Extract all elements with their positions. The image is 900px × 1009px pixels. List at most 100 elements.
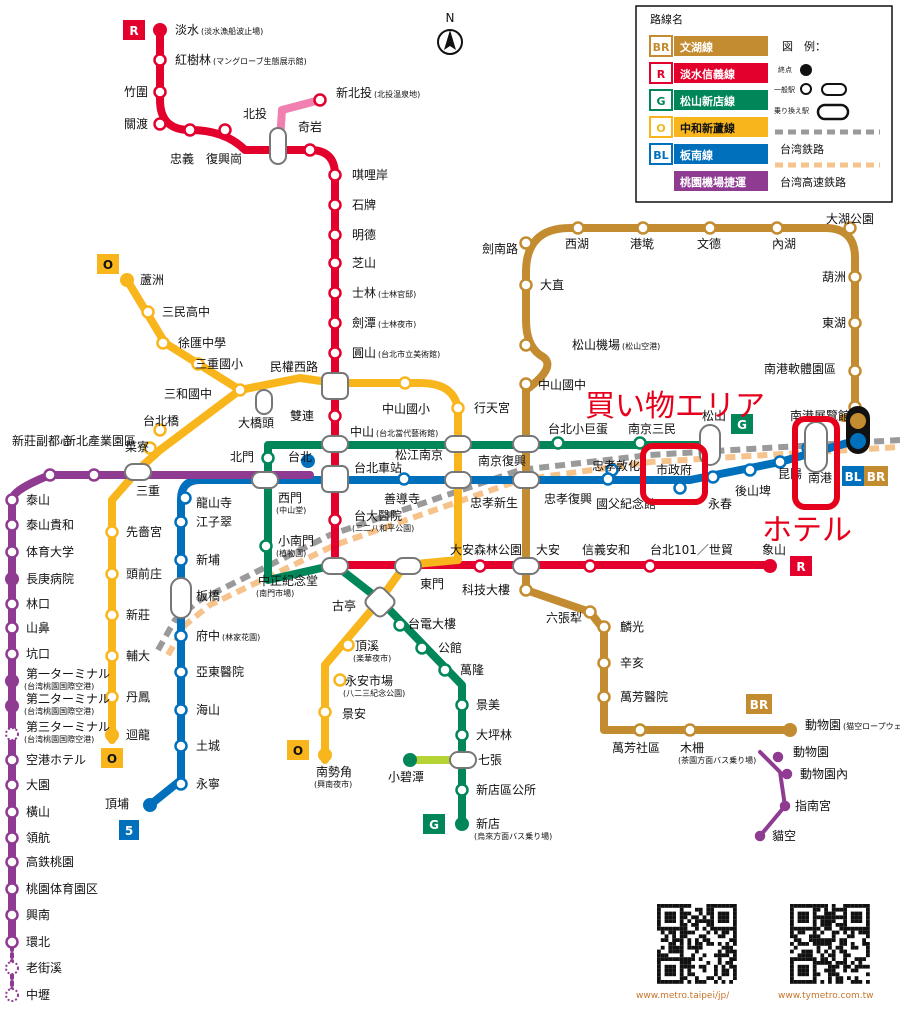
station[interactable]: 台北小巨蛋	[548, 421, 608, 450]
station[interactable]: 圓山(台北市立美術館)	[328, 346, 441, 360]
terminal-station-marker[interactable]	[763, 559, 777, 573]
station[interactable]: 海山	[174, 702, 221, 717]
station[interactable]: 新店(烏來方面バス乗り場)	[455, 816, 552, 841]
station-marker[interactable]	[571, 221, 585, 235]
station-marker[interactable]	[843, 221, 857, 235]
station-marker[interactable]	[415, 641, 429, 655]
transfer-nangang[interactable]	[804, 421, 828, 473]
station[interactable]: 內湖	[770, 221, 797, 252]
station-marker[interactable]	[519, 236, 533, 250]
station-marker[interactable]	[328, 346, 342, 360]
station[interactable]: 新店區公所	[455, 782, 537, 797]
station[interactable]: 小南門(植物園)	[259, 533, 315, 558]
station-marker[interactable]	[87, 468, 101, 482]
transfer-zhongxiao-xinsheng[interactable]	[444, 471, 472, 489]
station[interactable]: 山鼻	[5, 620, 51, 635]
station[interactable]: 第一ターミナル(台湾桃園国際空港)	[5, 667, 110, 691]
station[interactable]: 台北101／世貿	[643, 542, 733, 573]
station-marker[interactable]	[5, 935, 19, 949]
station[interactable]: 信義安和	[582, 542, 630, 573]
station-marker[interactable]	[328, 286, 342, 300]
terminal-station-marker[interactable]	[301, 454, 315, 468]
station[interactable]: 新埔	[174, 552, 221, 567]
station-marker[interactable]	[341, 638, 355, 652]
station[interactable]: 台北	[288, 449, 315, 468]
station-marker[interactable]	[261, 451, 275, 465]
terminal-station-marker[interactable]	[5, 674, 19, 688]
terminal-station-marker[interactable]	[5, 572, 19, 586]
station[interactable]: 領航	[5, 830, 51, 845]
station[interactable]: 淡水(淡水漁船波止場)	[153, 23, 263, 37]
station-marker[interactable]	[328, 198, 342, 212]
station-marker[interactable]	[636, 221, 650, 235]
station-marker[interactable]	[398, 376, 412, 390]
station-marker[interactable]	[455, 728, 469, 742]
station-marker[interactable]	[174, 629, 188, 643]
station[interactable]: 動物園(猫空ロープウェイ)	[783, 718, 900, 737]
station-marker[interactable]	[583, 605, 597, 619]
station-marker[interactable]	[328, 409, 342, 423]
station[interactable]: 台北橋	[143, 413, 179, 437]
station-marker[interactable]	[328, 228, 342, 242]
station-marker[interactable]	[5, 493, 19, 507]
station-marker[interactable]	[633, 723, 647, 737]
station-marker[interactable]	[303, 143, 317, 157]
station[interactable]: 老街溪	[5, 961, 62, 975]
station-marker[interactable]	[141, 305, 155, 319]
station[interactable]: 空港ホテル	[5, 753, 87, 767]
transfer-dongmen[interactable]	[394, 557, 422, 575]
transfer-daan[interactable]	[512, 557, 540, 575]
station-marker[interactable]	[174, 739, 188, 753]
station-marker[interactable]	[519, 278, 533, 292]
station-marker[interactable]	[183, 123, 197, 137]
station[interactable]: 迴龍	[105, 727, 150, 742]
tymetro-qr-code[interactable]	[790, 904, 870, 984]
station[interactable]: 桃園体育園区	[5, 881, 99, 896]
station-marker[interactable]	[178, 491, 192, 505]
station-marker[interactable]	[328, 316, 342, 330]
station[interactable]: 松山機場(松山空港)	[519, 337, 661, 352]
station[interactable]: 輔大	[105, 649, 151, 663]
station[interactable]: 北門	[230, 450, 275, 465]
station-marker[interactable]	[328, 513, 342, 527]
station[interactable]: 劍南路	[482, 236, 533, 257]
station[interactable]: 石牌	[328, 198, 377, 212]
station[interactable]: 亞東醫院	[174, 665, 245, 679]
station-marker[interactable]	[5, 831, 19, 845]
station-marker[interactable]	[848, 316, 862, 330]
station[interactable]: 新北投(北投温泉地)	[313, 85, 421, 107]
station-marker[interactable]	[153, 85, 167, 99]
station[interactable]: 葫洲	[822, 270, 862, 284]
station[interactable]: 士林(士林官邸)	[328, 286, 417, 300]
transfer-songjiang[interactable]	[444, 435, 472, 453]
station[interactable]: 中山國小	[382, 376, 430, 417]
station[interactable]: 南京三民	[628, 421, 676, 450]
station[interactable]: 後山埤	[735, 463, 771, 499]
station-marker[interactable]	[153, 53, 167, 67]
station[interactable]: 市政府	[656, 462, 692, 495]
terminal-station-marker[interactable]	[120, 273, 134, 287]
station-marker[interactable]	[754, 830, 766, 842]
station-marker[interactable]	[703, 221, 717, 235]
station[interactable]: 竹圍	[124, 85, 167, 99]
station[interactable]: 萬芳醫院	[597, 690, 669, 704]
station[interactable]: 公館	[415, 640, 463, 655]
station-marker[interactable]	[673, 481, 687, 495]
station[interactable]: 台電大樓	[393, 616, 457, 632]
station-marker[interactable]	[153, 423, 167, 437]
station[interactable]: 大園	[5, 778, 51, 792]
station[interactable]: 善導寺	[384, 472, 420, 507]
nangang-exhibition-terminal[interactable]	[846, 406, 870, 454]
station[interactable]: 文德	[697, 221, 721, 252]
station-marker[interactable]	[393, 618, 407, 632]
terminal-station-marker[interactable]	[455, 817, 469, 831]
station-marker[interactable]	[779, 800, 791, 812]
metro-qr-code[interactable]	[657, 904, 737, 984]
station-marker[interactable]	[318, 705, 332, 719]
station[interactable]: 菜寮	[125, 439, 157, 455]
station-marker[interactable]	[5, 882, 19, 896]
terminal-station-marker[interactable]	[5, 699, 19, 713]
station[interactable]: 三和國中	[164, 383, 247, 402]
station[interactable]: 橫山	[5, 805, 51, 819]
station-marker[interactable]	[174, 777, 188, 791]
